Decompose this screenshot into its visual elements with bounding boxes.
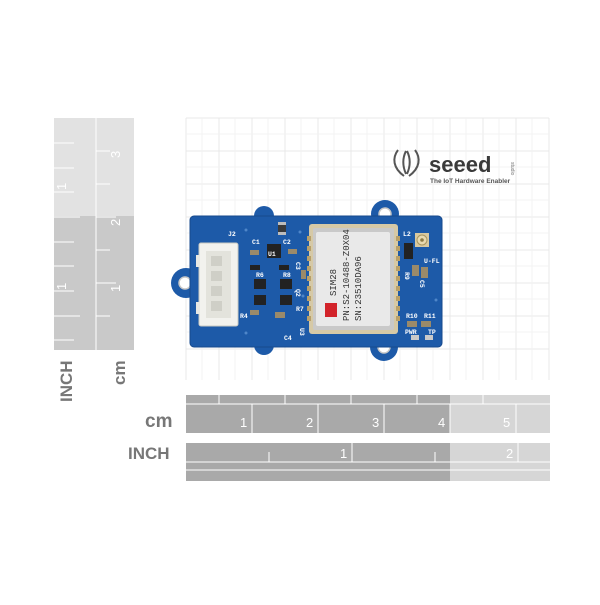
grove-connector xyxy=(196,242,239,327)
horizontal-cm-ruler: 1 2 3 4 5 xyxy=(186,395,550,433)
silk-u3: U3 xyxy=(298,328,305,336)
module-pn: PN:S2-10488-Z0X04 xyxy=(342,229,352,321)
seeed-leaf-icon xyxy=(393,149,420,177)
inch-number: 2 xyxy=(506,446,513,461)
gps-module: SIM28 PN:S2-10488-Z0X04 SN:23510DA96 xyxy=(307,224,400,334)
brand-tagline: The IoT Hardware Enabler xyxy=(430,178,511,185)
silk-r7: R7 xyxy=(296,306,304,313)
horizontal-inch-ruler: 1 2 xyxy=(186,443,550,481)
silk-tp: TP xyxy=(428,329,436,336)
brand-small-text: studio xyxy=(509,162,515,176)
silk-q2: Q2 xyxy=(294,289,301,297)
silk-ufl: U-FL xyxy=(424,258,440,265)
vertical-cm-number: 1 xyxy=(54,283,69,290)
cm-number: 5 xyxy=(503,415,510,430)
cm-number: 4 xyxy=(438,415,445,430)
module-brand-logo xyxy=(325,303,337,317)
cm-number: 3 xyxy=(372,415,379,430)
brand-name: seeed xyxy=(429,152,491,177)
inch-label: INCH xyxy=(128,444,170,463)
silk-c3: C3 xyxy=(294,262,301,270)
cm-number: 1 xyxy=(240,415,247,430)
vertical-cm-number: 1 xyxy=(54,183,69,190)
silk-r9: R9 xyxy=(403,272,410,280)
silk-r11: R11 xyxy=(424,313,436,320)
smd-components xyxy=(250,222,433,340)
vertical-number: 1 xyxy=(108,285,123,292)
ufl-antenna-connector xyxy=(415,233,429,247)
pcb-vias xyxy=(244,228,438,335)
silk-r8: R8 xyxy=(283,272,291,279)
silk-c5: C5 xyxy=(418,280,425,288)
vertical-inch-ruler: 3 2 1 1 1 xyxy=(54,118,134,350)
module-sn: SN:23510DA96 xyxy=(354,256,364,321)
silk-c1: C1 xyxy=(252,239,260,246)
seeed-logo: seeed studio The IoT Hardware Enabler xyxy=(393,149,515,185)
silk-u1: U1 xyxy=(268,251,276,258)
silk-r10: R10 xyxy=(406,313,418,320)
silk-l2: L2 xyxy=(403,231,411,238)
inch-number: 1 xyxy=(340,446,347,461)
cm-label-vertical: cm xyxy=(110,360,129,385)
silk-c2: C2 xyxy=(283,239,291,246)
inch-label-vertical: INCH xyxy=(57,360,76,402)
silk-pwr: PWR xyxy=(405,329,417,336)
silk-c4: C4 xyxy=(284,335,292,342)
silk-r6: R6 xyxy=(256,272,264,279)
vertical-number: 3 xyxy=(108,151,123,158)
vertical-number: 2 xyxy=(108,219,123,226)
silk-j2: J2 xyxy=(228,231,236,238)
cm-label: cm xyxy=(145,411,172,432)
cm-number: 2 xyxy=(306,415,313,430)
module-name: SIM28 xyxy=(329,269,339,296)
grove-gps-board: J2 xyxy=(171,200,443,361)
silk-r4: R4 xyxy=(240,313,248,320)
